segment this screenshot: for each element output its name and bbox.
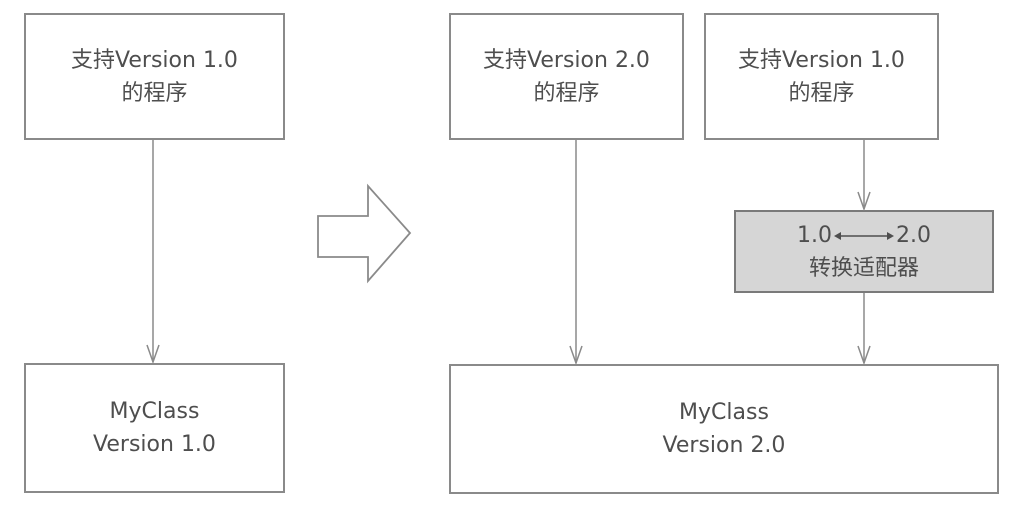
before-program-label-line1: 支持Version 1.0: [71, 47, 238, 73]
after-class-label-line1: MyClass: [679, 400, 769, 425]
hollow-right-arrow-icon: [317, 183, 412, 284]
double-headed-arrow-icon: [834, 231, 894, 240]
before-class-label-line1: MyClass: [109, 399, 200, 424]
before-dependency-arrow: [146, 140, 160, 365]
after-class-box: MyClass Version 2.0: [449, 364, 999, 494]
adapter-label-line2: 转换适配器: [808, 255, 919, 281]
after-program-v1-box: 支持Version 1.0 的程序: [704, 13, 939, 140]
after-program-v1-label-line2: 的程序: [788, 80, 855, 106]
adapter-version-to: 2.0: [896, 222, 931, 248]
adapter-to-class-arrow: [857, 293, 871, 366]
after-v2-dependency-arrow: [569, 140, 583, 366]
after-program-v2-box: 支持Version 2.0 的程序: [449, 13, 684, 140]
before-class-label-line2: Version 1.0: [93, 432, 216, 457]
adapter-version-from: 1.0: [797, 222, 832, 248]
after-program-v1-label-line1: 支持Version 1.0: [738, 47, 905, 73]
after-program-v2-label-line2: 的程序: [533, 80, 600, 106]
before-program-box: 支持Version 1.0 的程序: [24, 13, 285, 140]
after-program-v2-label-line1: 支持Version 2.0: [483, 47, 650, 73]
after-v1-to-adapter-arrow: [857, 140, 871, 212]
adapter-label-line1: 1.0 2.0: [797, 219, 931, 252]
after-class-label-line2: Version 2.0: [662, 433, 786, 458]
adapter-box: 1.0 2.0 转换适配器: [734, 210, 994, 293]
before-program-label-line2: 的程序: [121, 80, 188, 106]
before-class-box: MyClass Version 1.0: [24, 363, 285, 493]
